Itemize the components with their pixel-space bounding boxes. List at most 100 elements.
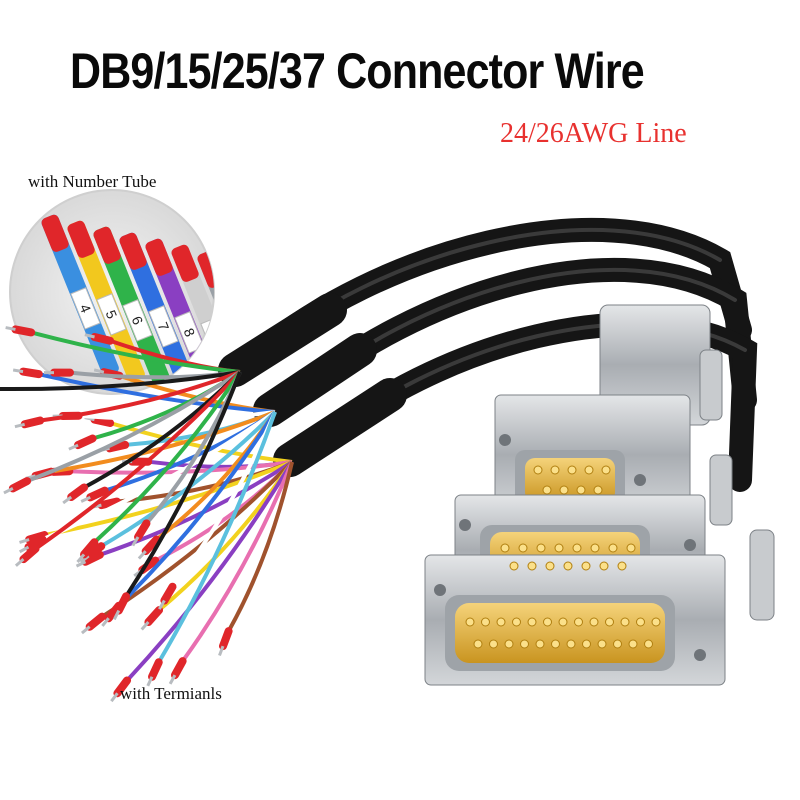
pin	[520, 639, 529, 649]
pin	[563, 561, 573, 571]
wire	[125, 460, 294, 682]
wire	[93, 370, 242, 544]
pin	[554, 543, 564, 553]
terminal-ferrule	[80, 538, 99, 559]
terminal-pin	[68, 443, 79, 451]
wire	[100, 410, 277, 548]
terminal-pin	[79, 554, 90, 564]
pin	[465, 617, 475, 627]
terminal-pin	[75, 560, 87, 568]
terminal-pin	[137, 550, 147, 560]
pin	[545, 561, 555, 571]
pin	[574, 617, 583, 627]
product-subtitle: 24/26AWG Line	[500, 118, 687, 149]
pin	[481, 617, 490, 627]
connector-pins	[465, 465, 661, 649]
pin	[551, 639, 560, 649]
pin	[512, 617, 521, 627]
numbered-tube: 6	[93, 226, 171, 389]
pin	[566, 639, 576, 649]
pin	[593, 485, 603, 495]
pin	[581, 561, 591, 571]
numbered-tube: 5	[67, 220, 145, 383]
db9-connector	[494, 304, 723, 516]
numbered-tube: 10	[197, 250, 214, 394]
caption-terminals: with Termianls	[120, 684, 222, 703]
pin	[535, 639, 545, 649]
pin	[597, 639, 607, 649]
wire	[181, 461, 294, 663]
terminal-ferrule	[141, 535, 161, 556]
terminal-ferrule	[85, 612, 107, 631]
terminal-ferrule	[90, 415, 115, 427]
terminal-ferrule	[147, 658, 163, 681]
terminal-pin	[18, 545, 30, 554]
pin	[644, 639, 653, 649]
pin	[613, 639, 622, 649]
pin	[500, 543, 510, 553]
terminal-ferrule	[134, 519, 151, 542]
terminal-ferrule	[90, 333, 115, 345]
pin	[589, 617, 599, 627]
wire	[226, 461, 294, 633]
pin	[567, 465, 577, 475]
colored-wires	[0, 325, 294, 703]
terminal-pin	[146, 676, 154, 687]
pin	[533, 465, 543, 475]
wire	[0, 370, 241, 392]
terminal-ferrule	[218, 627, 233, 651]
pin	[559, 485, 569, 495]
terminal-ferrule	[114, 592, 131, 615]
pin	[527, 561, 537, 571]
pin	[496, 617, 506, 627]
wire	[41, 410, 277, 542]
pin	[543, 617, 552, 627]
terminal-pin	[168, 674, 177, 685]
pin	[536, 543, 546, 553]
terminal-pin	[62, 495, 73, 505]
terminal-pin	[101, 617, 110, 627]
terminal-ferrule	[84, 542, 106, 560]
terminal-ferrule	[67, 483, 89, 501]
wire	[157, 411, 277, 664]
wire	[39, 370, 241, 423]
terminal-ferrule	[81, 550, 104, 566]
wire	[124, 371, 242, 598]
pin	[601, 465, 611, 475]
product-title: DB9/15/25/37 Connector Wire	[70, 43, 645, 99]
numbered-tube: 7	[119, 232, 197, 394]
terminal-pin	[5, 326, 16, 331]
tube-number-label: 9	[207, 332, 225, 345]
pin	[518, 543, 528, 553]
terminal-pin	[80, 625, 91, 635]
terminal-ferrule	[24, 535, 47, 552]
caption-number-tube: with Number Tube	[28, 172, 157, 191]
pin	[572, 543, 582, 553]
pin	[617, 561, 627, 571]
terminal-ferrule	[20, 416, 45, 429]
terminal-pin	[3, 487, 14, 495]
pin	[550, 465, 560, 475]
pin	[584, 465, 594, 475]
pin	[626, 543, 636, 553]
terminal-ferrule	[74, 434, 97, 450]
wire	[34, 370, 242, 551]
pin	[473, 639, 483, 649]
terminal-pin	[93, 368, 105, 374]
pin	[576, 485, 586, 495]
terminal-ferrule	[86, 486, 109, 502]
terminal-ferrule	[105, 440, 130, 453]
pin	[582, 639, 591, 649]
pin	[599, 561, 609, 571]
pin	[590, 543, 600, 553]
pin	[608, 543, 618, 553]
terminal-pin	[110, 692, 119, 703]
terminal-pin	[80, 495, 91, 503]
terminal-pin	[84, 333, 95, 339]
pin	[489, 639, 498, 649]
terminal-ferrule	[160, 582, 177, 605]
pin	[558, 617, 568, 627]
pin	[527, 617, 537, 627]
